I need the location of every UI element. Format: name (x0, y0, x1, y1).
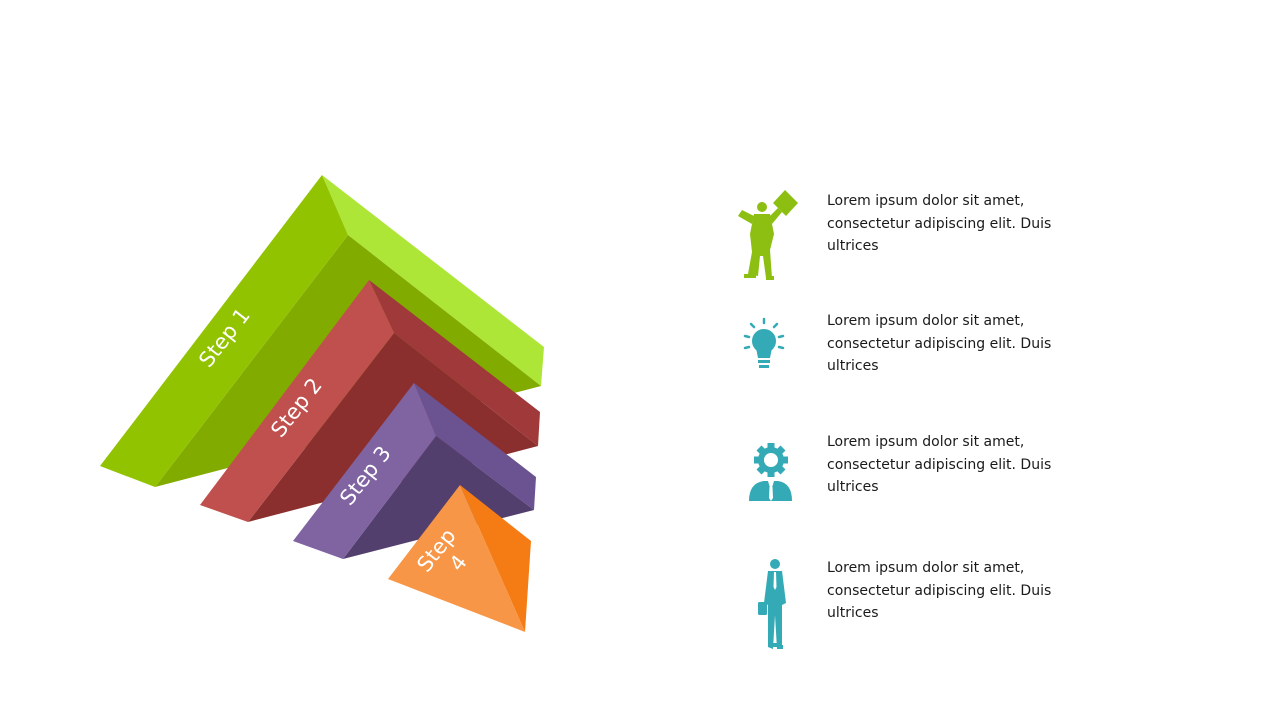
celebrating-person-icon (738, 190, 798, 280)
item-3-text: Lorem ipsum dolor sit amet, consectetur … (827, 434, 1052, 495)
gear-head-person-icon (749, 443, 792, 501)
item-row-4: Lorem ipsum dolor sit amet, consectetur … (730, 557, 1070, 657)
item-row-2: Lorem ipsum dolor sit amet, consectetur … (730, 310, 1070, 410)
item-2-text: Lorem ipsum dolor sit amet, consectetur … (827, 313, 1052, 374)
step-4-block: Step 4 (388, 485, 531, 632)
lightbulb-icon (743, 317, 785, 368)
item-4-text: Lorem ipsum dolor sit amet, consectetur … (827, 560, 1052, 621)
item-1-text: Lorem ipsum dolor sit amet, consectetur … (827, 193, 1052, 254)
pyramid-steps-diagram: Step 1 Step 2 Step 3 Step 4 (100, 175, 544, 632)
businessman-icon (758, 559, 786, 649)
item-row-3: Lorem ipsum dolor sit amet, consectetur … (730, 431, 1070, 531)
item-row-1: Lorem ipsum dolor sit amet, consectetur … (730, 190, 1070, 290)
step-3-block: Step 3 (293, 383, 536, 559)
